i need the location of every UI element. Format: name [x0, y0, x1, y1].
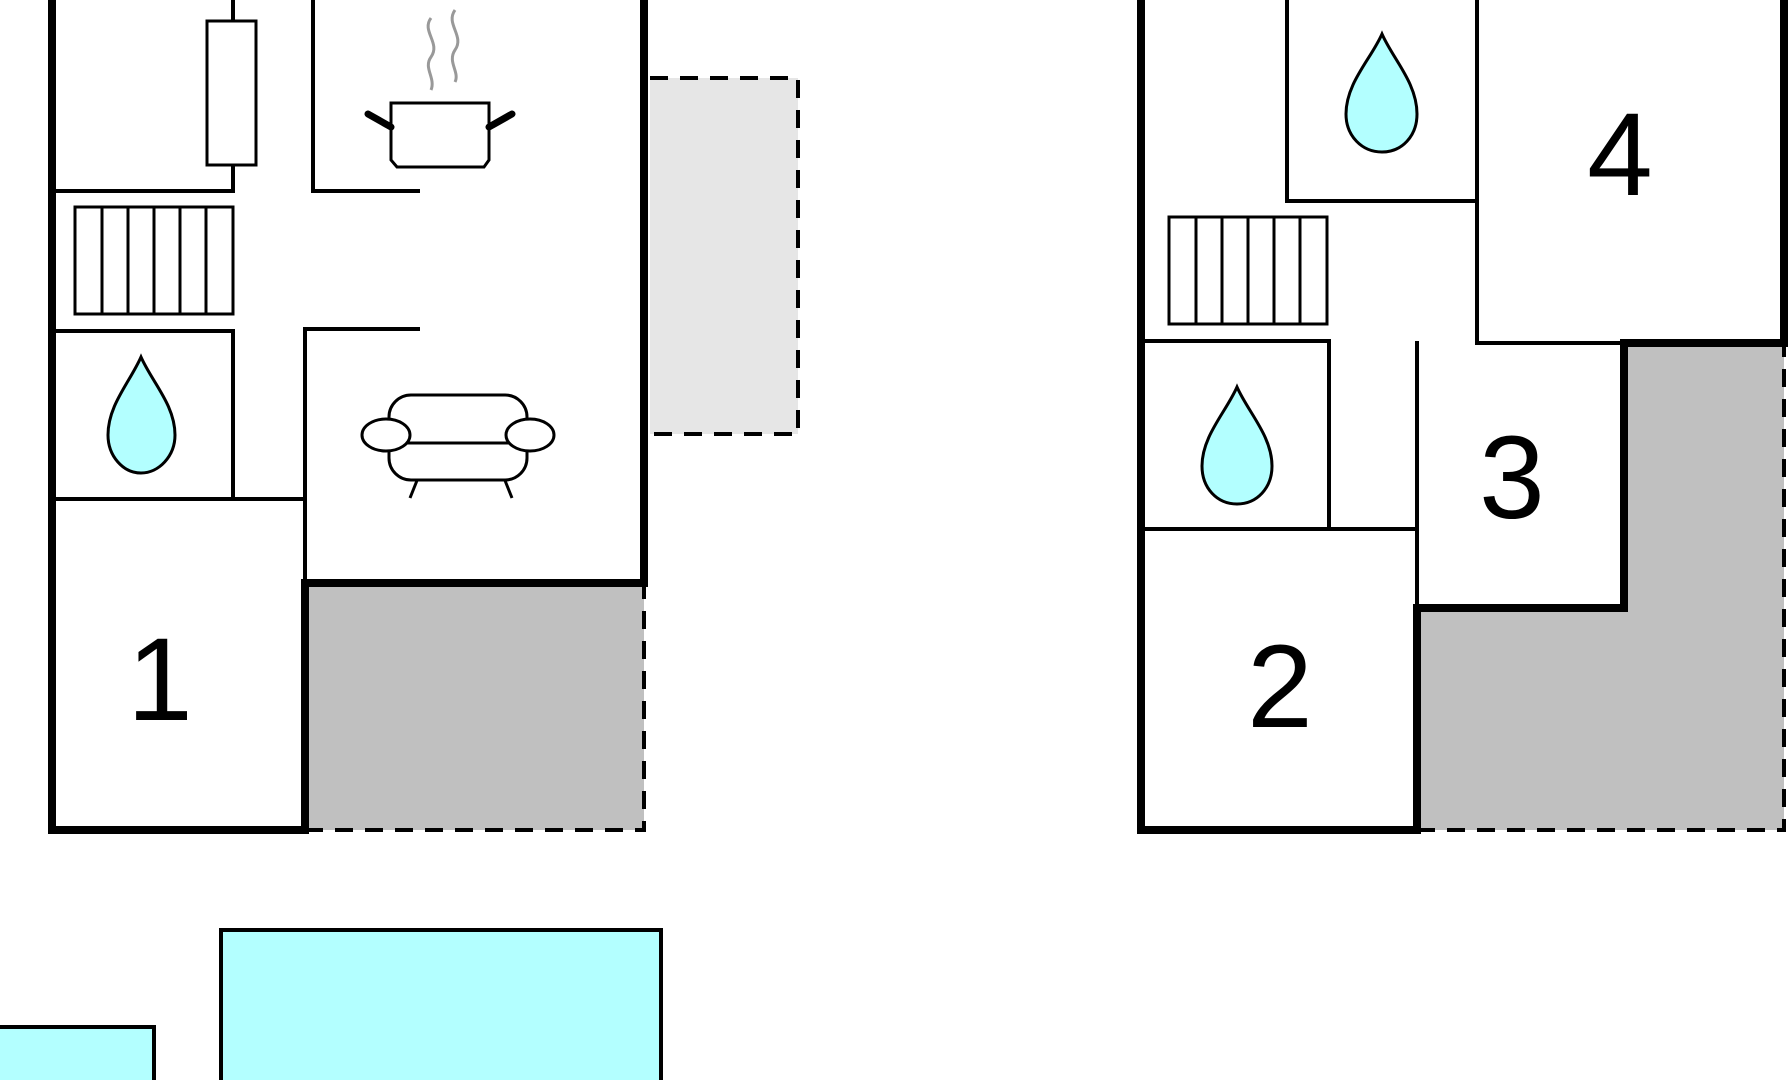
water-drop-icon: [1200, 383, 1274, 506]
terrace-dark-left: [305, 583, 644, 830]
terrace-dark-right: [1417, 343, 1784, 830]
interior-wall: [303, 327, 420, 501]
outer-wall-left: [1137, 0, 1421, 834]
terrace-left-border: [305, 583, 646, 832]
cooking-pot-icon: [364, 9, 516, 169]
room-number-2: 2: [1247, 621, 1313, 753]
interior-wall: [50, 329, 235, 501]
sofa-icon: [360, 393, 556, 499]
right-floor-plan: 2 3 4: [1137, 0, 1788, 834]
interior-wall: [1139, 339, 1331, 531]
terrace-light-left: [650, 78, 798, 434]
staircase-icon: [1167, 215, 1329, 326]
interior-wall: [311, 0, 420, 193]
interior-wall: [1139, 527, 1419, 610]
left-floor-plan: 1: [48, 0, 800, 834]
swimming-pool-large: [219, 928, 663, 1080]
room-number-3: 3: [1479, 412, 1545, 544]
interior-wall: [1285, 0, 1479, 203]
outer-wall-right: [301, 0, 648, 834]
interior-wall: [50, 497, 307, 585]
terrace-right-border: [1417, 343, 1786, 832]
outer-wall-right: [1413, 0, 1788, 834]
interior-wall: [1475, 199, 1626, 345]
staircase-icon: [73, 205, 235, 316]
water-drop-icon: [1344, 30, 1419, 154]
swimming-pool-small: [0, 1025, 156, 1080]
water-drop-icon: [106, 353, 177, 475]
terrace-light-left-border: [650, 76, 800, 436]
room-number-4: 4: [1587, 89, 1653, 221]
room-number-1: 1: [127, 614, 193, 746]
outer-wall-left: [48, 0, 309, 834]
radiator-icon: [205, 19, 258, 167]
